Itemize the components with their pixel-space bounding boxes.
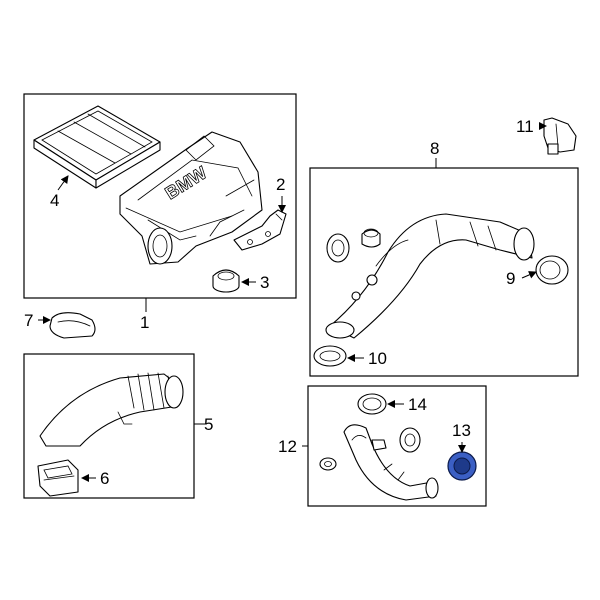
group-box-intake-duct <box>23 353 195 499</box>
callout-5: 5 <box>204 415 213 434</box>
clamp-ring[interactable] <box>535 255 569 285</box>
callout-12: 12 <box>278 437 297 456</box>
grommet[interactable] <box>212 269 240 293</box>
sensor[interactable] <box>543 117 577 155</box>
bracket[interactable] <box>233 209 287 251</box>
charge-pipe-washer[interactable] <box>319 457 337 471</box>
callout-14: 14 <box>408 395 427 414</box>
callout-11: 11 <box>516 117 534 136</box>
callout-2: 2 <box>276 175 285 194</box>
callout-7: 7 <box>24 311 33 330</box>
leader-line-4 <box>57 175 69 191</box>
intake-duct[interactable] <box>39 372 184 447</box>
callout-6: 6 <box>100 469 109 488</box>
callout-13: 13 <box>452 421 471 440</box>
callout-3: 3 <box>260 273 269 292</box>
air-filter-element[interactable] <box>33 105 161 189</box>
group-box-outlet-pipe <box>309 167 579 377</box>
callout-1: 1 <box>140 313 149 332</box>
highlighted-seal[interactable] <box>447 451 477 481</box>
ring-seal[interactable] <box>313 345 347 367</box>
callout-4: 4 <box>50 191 59 210</box>
outlet-grommet-small[interactable] <box>361 228 381 248</box>
duct-seal[interactable] <box>37 459 79 497</box>
callout-10: 10 <box>368 349 387 368</box>
group-box-air-cleaner <box>23 93 297 299</box>
seal-ring[interactable] <box>357 393 387 415</box>
callout-8: 8 <box>430 139 439 158</box>
outlet-pipe[interactable] <box>325 213 535 339</box>
cap[interactable] <box>49 312 96 339</box>
air-cleaner-housing[interactable]: BMW <box>119 131 263 265</box>
charge-pipe-grommet[interactable] <box>399 427 421 453</box>
callout-9: 9 <box>506 269 515 288</box>
leader-line-9 <box>521 271 537 279</box>
outlet-grommet-large[interactable] <box>326 233 350 263</box>
charge-pipe[interactable] <box>343 424 439 501</box>
